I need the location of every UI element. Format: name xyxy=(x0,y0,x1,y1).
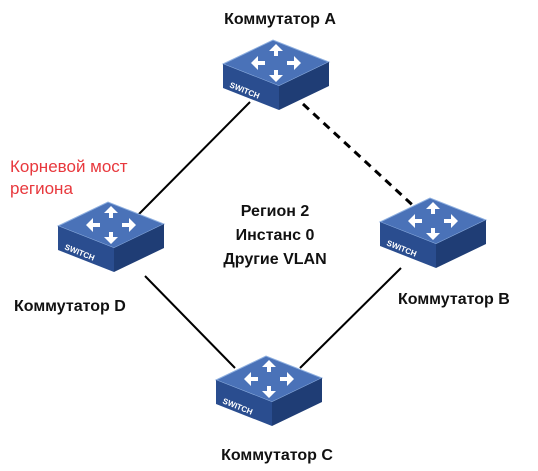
region-name: Регион 2 xyxy=(240,203,310,220)
vlan-note: Другие VLAN xyxy=(223,251,327,268)
switch-icon: SWITCH xyxy=(214,355,324,426)
switch-icon: SWITCH xyxy=(378,197,488,268)
switch-c: SWITCH xyxy=(214,354,324,434)
root-bridge-note-line2: региона xyxy=(10,179,73,198)
region-info: Регион 2 Инстанс 0 Другие VLAN xyxy=(200,200,350,272)
root-bridge-note: Корневой мост региона xyxy=(10,156,128,200)
switch-a-label: Коммутатор A xyxy=(224,11,336,28)
link-a-b xyxy=(301,102,422,214)
link-b-c xyxy=(299,267,402,369)
switch-icon: SWITCH xyxy=(221,39,331,110)
switch-icon: SWITCH xyxy=(56,201,166,272)
switch-b-label: Коммутатор B xyxy=(398,291,510,308)
switch-d-label: Коммутатор D xyxy=(14,298,126,315)
link-d-c xyxy=(144,275,236,369)
root-bridge-note-line1: Корневой мост xyxy=(10,157,128,176)
link-a-d xyxy=(137,101,251,216)
switch-c-label: Коммутатор C xyxy=(221,447,333,464)
switch-a: SWITCH xyxy=(221,38,331,118)
switch-b: SWITCH xyxy=(378,196,488,276)
instance-name: Инстанс 0 xyxy=(235,227,315,244)
switch-d: SWITCH xyxy=(56,200,166,280)
